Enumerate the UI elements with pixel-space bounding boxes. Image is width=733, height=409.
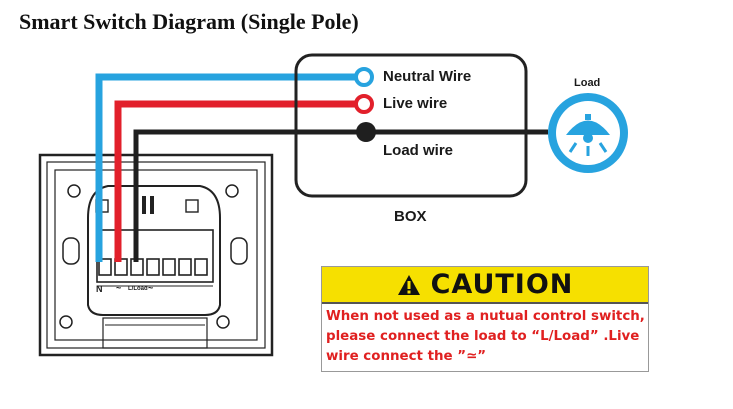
caution-box: CAUTION When not used as a nutual contro… — [321, 266, 649, 372]
caution-header: CAUTION — [322, 267, 648, 304]
junction-box — [294, 53, 528, 198]
lamp-icon — [548, 93, 628, 173]
live-terminal-dot — [354, 94, 374, 114]
terminal-live-symbol-2: ~ — [148, 283, 154, 293]
caution-text: When not used as a nutual control switch… — [322, 304, 648, 367]
neutral-wire — [95, 73, 362, 262]
caution-heading: CAUTION — [430, 269, 574, 300]
load-wire-label: Load wire — [383, 142, 454, 159]
terminal-block — [87, 185, 221, 316]
neutral-terminal-dot — [354, 67, 374, 87]
terminal-live-symbol: ~ — [116, 283, 122, 293]
neutral-wire-label: Neutral Wire — [383, 68, 472, 85]
live-wire — [114, 100, 362, 262]
warning-icon — [397, 274, 420, 295]
terminal-n-label: N — [96, 284, 103, 294]
caution-line-3: wire connect the ”≃” — [326, 349, 487, 364]
page-title: Smart Switch Diagram (Single Pole) — [19, 9, 359, 34]
caution-line-2: please connect the load to “L/Load” .Liv… — [326, 329, 640, 344]
caution-line-1: When not used as a nutual control switch… — [326, 309, 645, 324]
terminal-load-label: L/Load — [128, 286, 148, 292]
live-wire-label: Live wire — [383, 95, 448, 112]
box-label: BOX — [394, 208, 427, 225]
load-wire — [133, 129, 548, 262]
load-terminal-dot — [356, 122, 376, 142]
load-label: Load — [574, 77, 601, 89]
